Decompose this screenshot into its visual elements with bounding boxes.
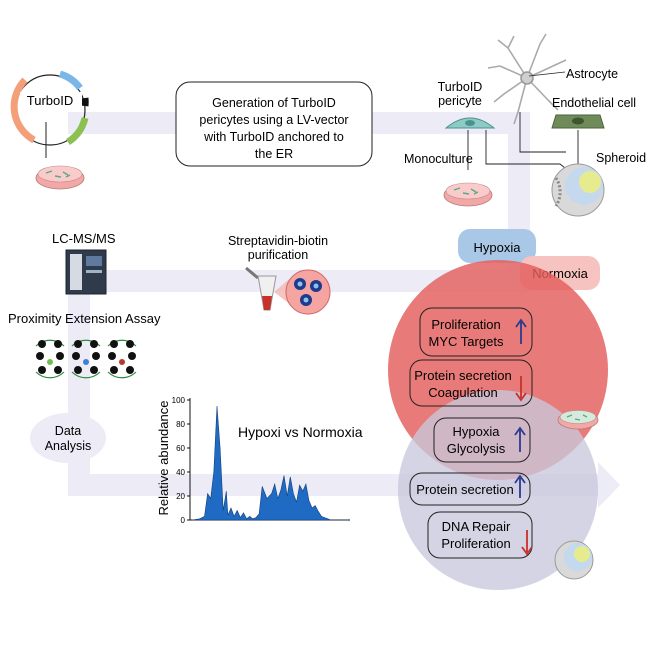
generation-box: Generation of TurboID pericytes using a … (175, 81, 373, 167)
venn-item-hypoxia-glycolysis: Hypoxia Glycolysis (433, 417, 531, 463)
venn-text-protein-secretion-top: Protein secretion (414, 368, 512, 383)
endothelial-label: Endothelial cell (552, 96, 636, 110)
data-analysis-label-2: Analysis (45, 439, 92, 453)
chart-y-tick-label: 20 (176, 492, 185, 501)
generation-line-4: the ER (255, 147, 293, 161)
venn-item-protein-secretion-bottom: Protein secretion (409, 472, 531, 506)
plasmid-diagram: TurboID (10, 70, 89, 158)
hypoxia-label: Hypoxia (474, 240, 522, 255)
data-analysis-bubble (30, 413, 106, 463)
pea-antibody-icons (35, 339, 137, 379)
small-dish-icon (557, 410, 599, 430)
chart-area-series (191, 405, 348, 521)
arrow-down-icon (515, 376, 527, 402)
pericyte-label-1: TurboID (438, 80, 483, 94)
lcms-label: LC-MS/MS (52, 231, 116, 246)
bead-zoom-icon (274, 269, 331, 315)
astrocyte-icon (487, 33, 567, 125)
venn-item-dna-repair-proliferation: DNA Repair Proliferation (427, 511, 533, 559)
generation-line-2: pericytes using a LV-vector (199, 113, 348, 127)
generation-line-1: Generation of TurboID (212, 96, 336, 110)
small-spheroid-icon (554, 540, 594, 580)
venn-text-myc-targets: MYC Targets (429, 334, 504, 349)
data-analysis-label-1: Data (55, 424, 81, 438)
arrow-up-icon (515, 318, 527, 344)
spheroid-label: Spheroid (596, 151, 646, 165)
chart-y-tick-label: 60 (176, 444, 185, 453)
chart-title: Hypoxi vs Normoxia (238, 424, 363, 440)
pericyte-label-2: pericyte (438, 94, 482, 108)
hypoxia-badge (458, 229, 536, 263)
plasmid-label: TurboID (27, 93, 73, 108)
plasmid-segment-green (65, 117, 89, 145)
venn-text-hypoxia: Hypoxia (453, 424, 501, 439)
venn-text-coagulation: Coagulation (428, 385, 497, 400)
chart-y-tick-label: 100 (172, 396, 186, 405)
pea-label: Proximity Extension Assay (8, 311, 161, 326)
venn-text-proliferation-bottom: Proliferation (441, 536, 510, 551)
monoculture-dish-icon (443, 182, 493, 207)
plasmid-segment-blue (58, 70, 83, 91)
venn-text-proliferation: Proliferation (431, 317, 500, 332)
chart-y-tick-label: 0 (181, 516, 186, 525)
mass-spectrometer-icon (65, 249, 107, 295)
spheroid-icon (551, 163, 605, 217)
streptavidin-label-1: Streptavidin-biotin (228, 234, 328, 248)
venn-text-glycolysis: Glycolysis (447, 441, 506, 456)
venn-text-dna-repair: DNA Repair (442, 519, 511, 534)
arrow-up-icon (514, 426, 526, 452)
monoculture-label: Monoculture (404, 152, 473, 166)
astrocyte-label: Astrocyte (566, 67, 618, 81)
chart-ylabel: Relative abundance (156, 401, 171, 516)
culture-dish-icon (35, 165, 85, 190)
generation-line-3: with TurboID anchored to (203, 130, 344, 144)
flow-arrowhead (598, 462, 620, 508)
streptavidin-label-2: purification (248, 248, 308, 262)
chart-y-tick-label: 40 (176, 468, 185, 477)
plasmid-segment-orange (10, 77, 36, 144)
arrow-down-icon (521, 530, 533, 556)
venn-item-proliferation-myc: Proliferation MYC Targets (419, 307, 533, 357)
pipette-tube-icon (245, 266, 277, 311)
venn-item-protein-secretion-coagulation: Protein secretion Coagulation (409, 359, 533, 407)
arrow-up-icon (514, 474, 526, 498)
chart-y-tick-label: 80 (176, 420, 185, 429)
venn-circle-hypoxia (398, 390, 598, 590)
abundance-chart: Hypoxi vs Normoxia Relative abundance 0 2… (156, 396, 363, 525)
venn-text-protein-secretion-bottom: Protein secretion (416, 482, 514, 497)
